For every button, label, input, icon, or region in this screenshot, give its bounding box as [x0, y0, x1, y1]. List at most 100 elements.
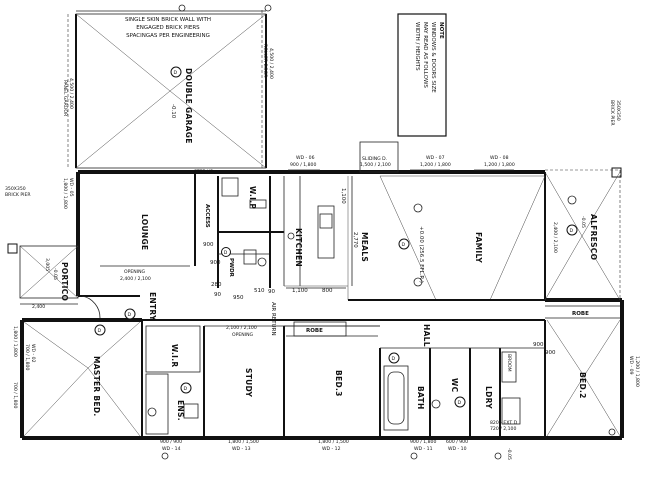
wir-master [145, 325, 201, 373]
study-opening-size: 2,100 / 2,100 [226, 325, 257, 331]
garage-wall-note-3: SPACINGAS PER ENGINEERING [126, 33, 210, 39]
alfresco: D [544, 171, 621, 301]
light-icon [413, 277, 423, 287]
family: D [348, 175, 546, 301]
portico-label: PORTICO [60, 262, 69, 301]
window-wd07-label: WD - 07 [426, 155, 445, 161]
cooktop-icon [287, 232, 295, 240]
wc-door-tag-icon [454, 396, 466, 408]
basin-icon [183, 403, 199, 419]
note-box: NOTE WINDOWS & DOORS SIZE MAY READ AS FO… [397, 13, 447, 137]
robe-bed2-label: ROBE [572, 311, 589, 317]
window-wd12-size: 1,800 / 1,500 [318, 439, 349, 445]
pwdr-door-tag: D [224, 250, 228, 256]
broom-label: BROOM [506, 354, 512, 372]
family-door-tag-icon [398, 238, 410, 250]
window-wd06-label: WD - 06 [296, 155, 315, 161]
roller-door-size: 4,500 / 2,400 [268, 48, 274, 79]
dim-800: 800 [322, 288, 333, 294]
shower-icon [145, 373, 169, 435]
pwdr-door-tag-icon [221, 247, 231, 257]
alfresco-door-tag: D [570, 228, 574, 234]
light-icon [567, 195, 577, 205]
kitchen-label: KITCHEN [294, 228, 303, 267]
garage-level: -0.10 [170, 104, 176, 119]
portico-level: -0.05 [52, 268, 58, 280]
lounge-opening-label: OPENING [124, 269, 146, 275]
door-tag-label: D [174, 70, 178, 76]
window-wd08-size: 1,200 / 1,800 [484, 162, 515, 168]
lounge-window-label: WD - 05 [68, 178, 74, 197]
lounge [78, 172, 196, 297]
window-wd08-label: WD - 08 [490, 155, 509, 161]
brick-pier-right-icon [611, 167, 622, 178]
wir-master-label: W.I.R [170, 344, 179, 367]
garage-wall-note-2: ENGAGED BRICK PIERS [136, 25, 200, 31]
ffl-level: +0.00 (256.5 FFL.R.) [418, 226, 424, 283]
grid-marker-icon [264, 4, 272, 12]
door-tag-icon [170, 66, 182, 78]
entry-level-mark: -0.05 [506, 448, 512, 460]
window-wd14-size: 900 / 900 [160, 439, 182, 445]
laundry-tub-icon [501, 397, 521, 425]
window-wd11-label: WD - 11 [414, 446, 433, 452]
note-line-3: WIDTH / HEIGHTS [414, 22, 420, 71]
sliding-door-frame [359, 141, 399, 173]
wir-door-tag: D [184, 386, 188, 392]
window-wd04-label: WD - 04 [18, 326, 24, 345]
sliding-door-size: 1,500 / 2,100 [360, 162, 391, 168]
garage-wall-note-1: SINGLE SKIN BRICK WALL WITH [125, 17, 211, 23]
window-wd11-size: 900 / 1,800 [410, 439, 436, 445]
dim-3005: 3,005 [44, 258, 50, 271]
access-label: ACCESS [204, 204, 210, 228]
window-wd10-size: 600 / 900 [446, 439, 468, 445]
toilet-icon [257, 257, 267, 267]
external-walls [20, 169, 624, 440]
portico [19, 245, 79, 305]
sliding-door-label: SLIDING D. [362, 156, 387, 162]
wir-door-tag-icon [180, 382, 192, 394]
grid-marker-icon [608, 428, 616, 436]
dim-1100: 1,100 [340, 188, 346, 204]
broom-cupboard [501, 351, 517, 383]
entry-door-tag: D [128, 312, 132, 318]
study-opening-label: OPENING [232, 332, 254, 338]
dim-2400: 2,400 [32, 304, 45, 310]
brick-pier-right-size: 350X350 [615, 100, 621, 121]
meals-label: MEALS [360, 232, 369, 262]
study-label: STUDY [244, 368, 253, 397]
lounge-label: LOUNGE [140, 214, 149, 250]
brick-pier-left-icon [7, 243, 18, 254]
robe-bed3 [293, 321, 347, 337]
island-bench [317, 205, 335, 259]
bed2 [546, 319, 621, 437]
grid-marker-icon [410, 452, 418, 460]
grid-marker-icon [161, 452, 169, 460]
note-line-1: WINDOWS & DOORS SIZE [430, 22, 436, 93]
grid-marker-icon [494, 452, 502, 460]
bed3-label: BED.3 [334, 370, 343, 397]
wc-label: WC [450, 378, 459, 393]
bath-door-tag-icon [388, 352, 400, 364]
brick-pier-left-size: 350X350 [5, 186, 26, 192]
note-title: NOTE [438, 22, 444, 39]
family-label: FAMILY [474, 232, 483, 263]
master-bed-label: MASTER BED. [92, 356, 101, 417]
roller-door-label: ROLLER DOOR [262, 44, 268, 78]
window-wd04-size: 1,800 / 1,800 [12, 326, 18, 357]
bathtub-icon [383, 365, 409, 431]
wip-pwdr-block [217, 176, 284, 288]
ldry-label: LDRY [484, 386, 493, 409]
bed2-label: BED.2 [578, 372, 587, 399]
dim-900-c: 900 [533, 342, 544, 348]
lounge-opening-size: 2,400 / 2,100 [120, 276, 151, 282]
dim-900-b: 900 [210, 260, 221, 266]
entry-door-tag-icon [124, 308, 136, 320]
window-wd09-label: WD - 09 [628, 356, 634, 375]
entry-label: ENTRY [148, 292, 157, 321]
window-wd09-size: 1,200 / 1,800 [634, 356, 640, 387]
ext-door-label: 820 - EXT D [490, 420, 518, 426]
window-wd13-label: WD - 13 [232, 446, 251, 452]
window-wd06-size: 900 / 1,800 [290, 162, 316, 168]
